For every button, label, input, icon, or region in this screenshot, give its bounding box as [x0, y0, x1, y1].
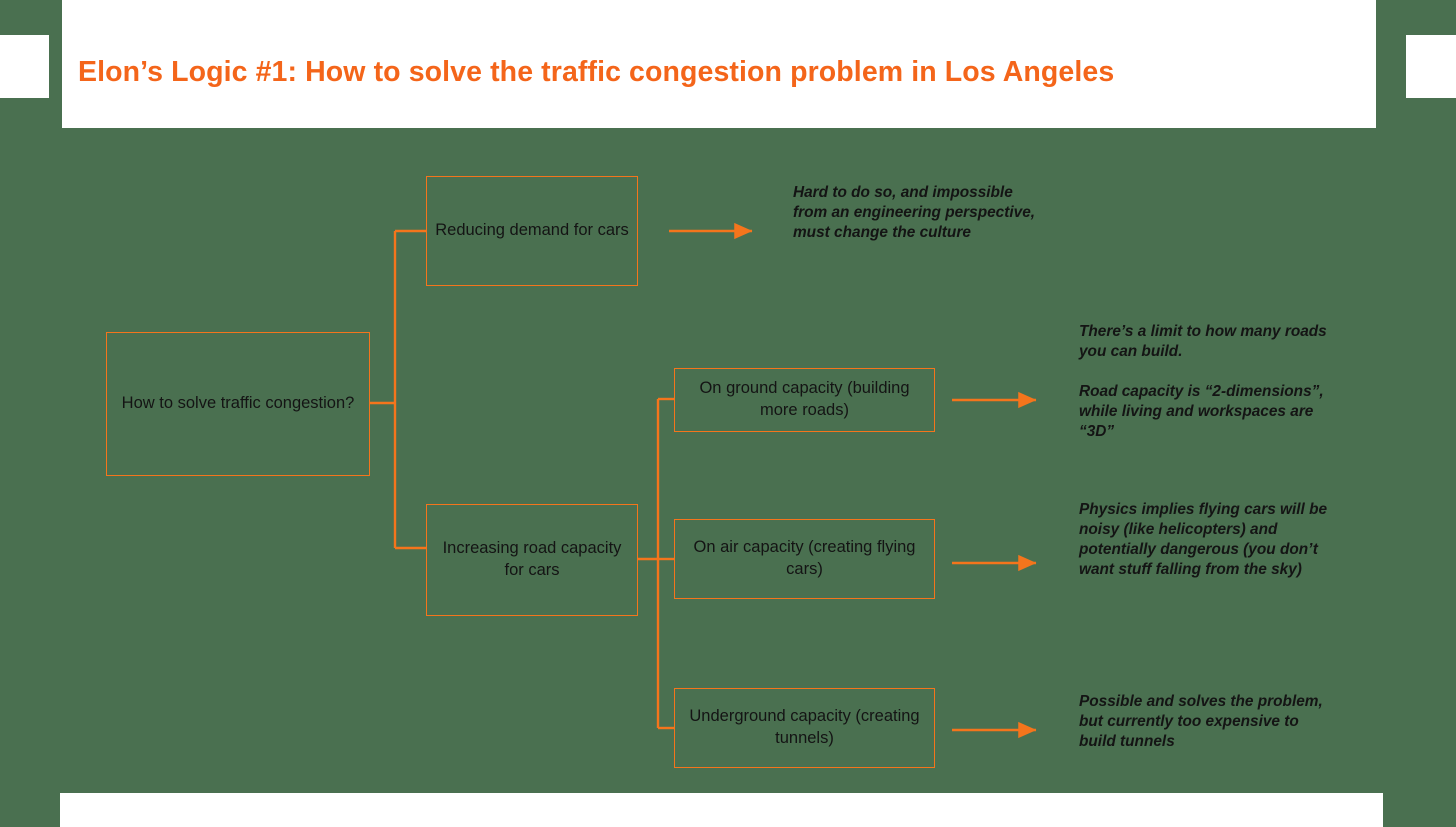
annotation-underground-capacity: Possible and solves the problem, but cur…	[1079, 693, 1323, 751]
page-title: Elon’s Logic #1: How to solve the traffi…	[78, 56, 1115, 88]
node-underground-capacity[interactable]: Underground capacity (creating tunnels)	[674, 688, 935, 768]
node-on-ground-capacity[interactable]: On ground capacity (building more roads)	[674, 368, 935, 432]
decorative-corner-plate-right	[1406, 35, 1456, 98]
node-on-ground-capacity-label: On ground capacity (building more roads)	[699, 379, 910, 419]
annotation-on-ground-capacity: There’s a limit to how many roads you ca…	[1079, 323, 1327, 441]
node-root-question[interactable]: How to solve traffic congestion?	[106, 332, 370, 476]
footer-band	[60, 793, 1383, 827]
node-increasing-capacity-label: Increasing road capacity for cars	[442, 539, 622, 579]
node-increasing-capacity[interactable]: Increasing road capacity for cars	[426, 504, 638, 616]
header-band	[62, 0, 1376, 128]
node-on-air-capacity-label: On air capacity (creating flying cars)	[693, 538, 916, 578]
decorative-corner-plate-left	[0, 35, 49, 98]
node-root-label: How to solve traffic congestion?	[121, 394, 355, 413]
node-reducing-demand-label: Reducing demand for cars	[435, 221, 629, 240]
annotation-on-air-capacity: Physics implies flying cars will be nois…	[1079, 501, 1328, 579]
annotation-reducing-demand: Hard to do so, and impossible from an en…	[793, 184, 1036, 242]
node-reducing-demand[interactable]: Reducing demand for cars	[426, 176, 638, 286]
node-on-air-capacity[interactable]: On air capacity (creating flying cars)	[674, 519, 935, 599]
node-underground-capacity-label: Underground capacity (creating tunnels)	[689, 707, 920, 747]
